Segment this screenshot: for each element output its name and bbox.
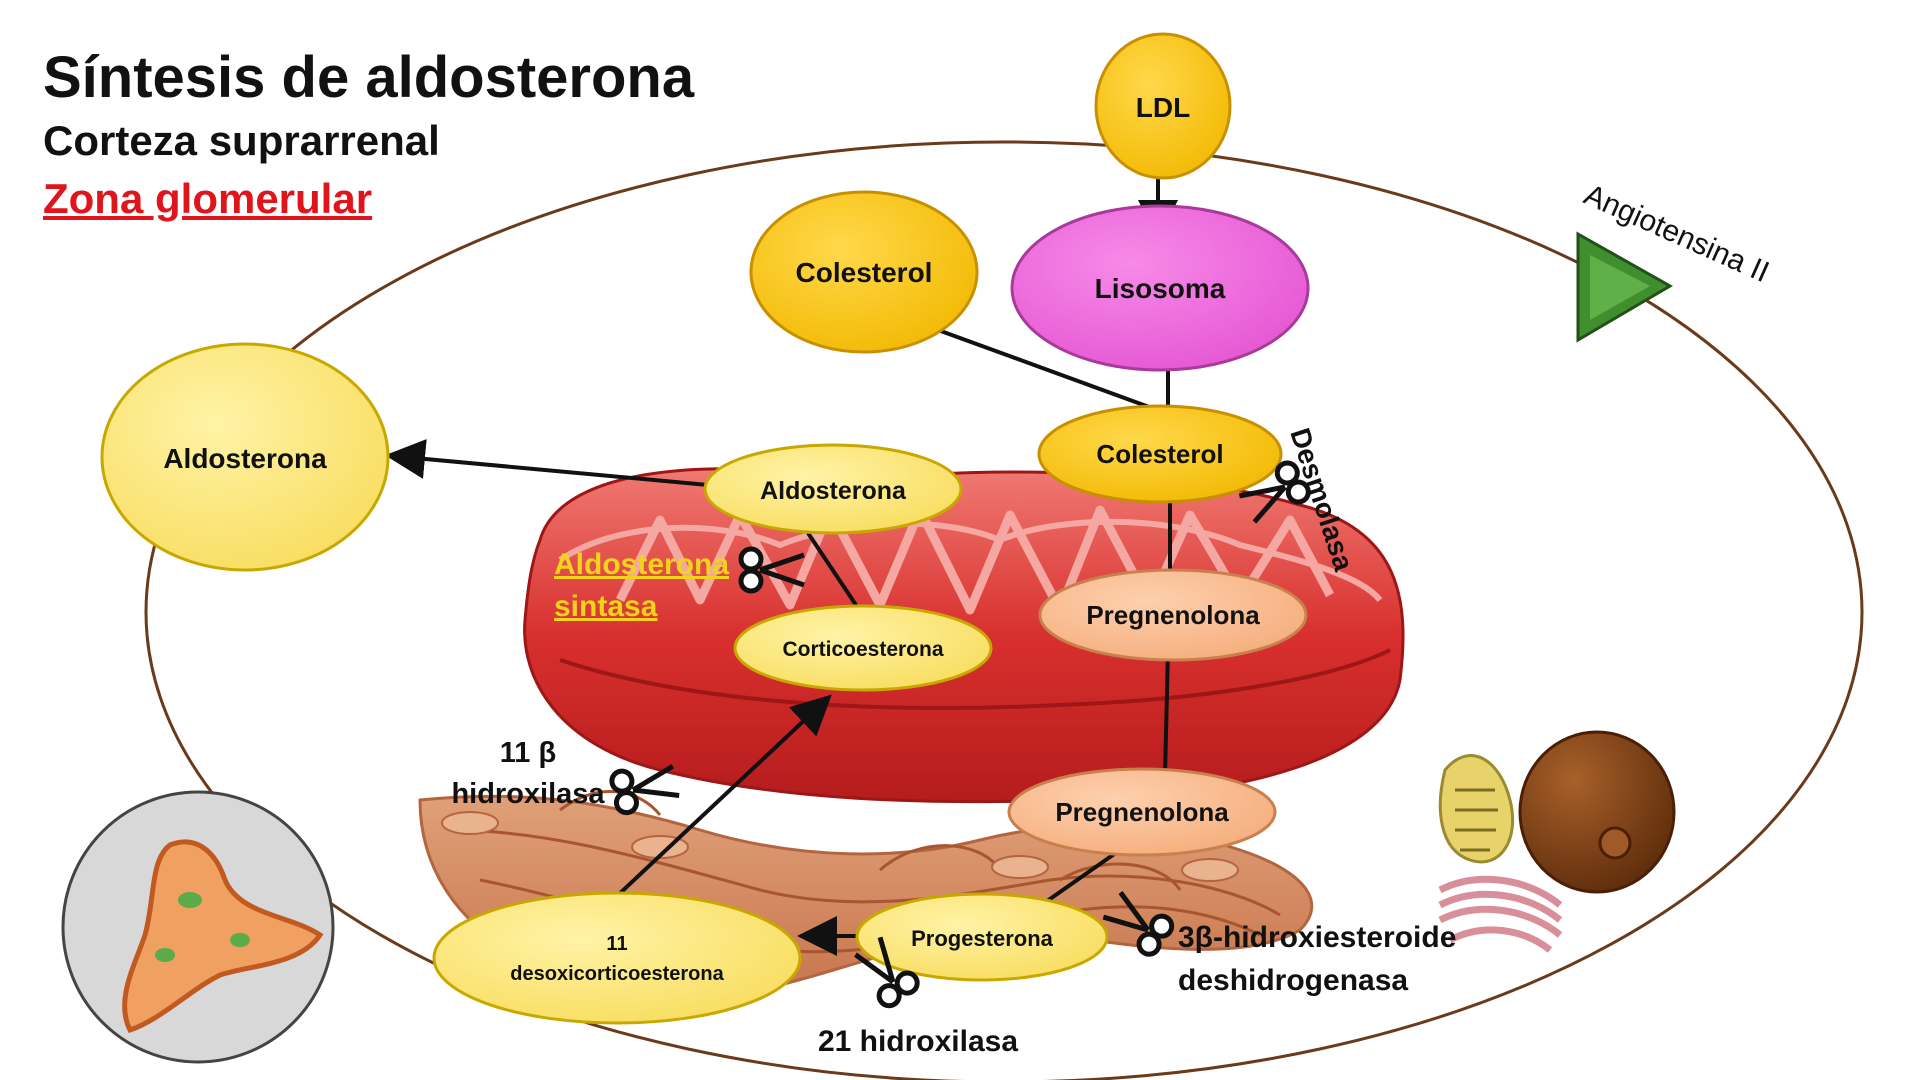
node-progesterona: Progesterona [855,892,1109,982]
node-pregnenolona-cytoplasm: Pregnenolona [1007,767,1277,857]
desoxicorticoesterona-label-2: desoxicorticoesterona [510,963,724,985]
hidroxilasa-21-label: 21 hidroxilasa [818,1025,1018,1058]
node-corticoesterona: Corticoesterona [733,604,993,692]
pregnenolona-mitochondria-label: Pregnenolona [1086,600,1260,630]
node-lisosoma: Lisosoma [1010,204,1310,372]
colesterol-mitochondria-label: Colesterol [1096,439,1223,469]
pregnenolona-cytoplasm-label: Pregnenolona [1055,797,1229,827]
colesterol-cytoplasm-label: Colesterol [796,257,933,288]
node-colesterol-mitochondria: Colesterol [1037,404,1283,504]
corticoesterona-label: Corticoesterona [782,638,943,661]
hidroxilasa-11-label-1: 11 β [500,737,556,769]
aldosterona-sintasa-label-2: sintasa [554,590,658,623]
node-aldosterona-mitochondria: Aldosterona [703,443,963,535]
cell-membrane [144,140,1864,1080]
hsd-label-1: 3β-hidroxiesteroide [1178,921,1456,954]
aldosterona-secreted-label: Aldosterona [163,443,327,474]
node-colesterol-cytoplasm: Colesterol [749,190,979,354]
node-pregnenolona-mitochondria: Pregnenolona [1038,568,1308,662]
angiotensina-triangle-icon [1576,231,1674,343]
scissors-icon-11-hidroxilasa [610,760,680,814]
subtitle: Corteza suprarrenal [43,117,440,164]
hidroxilasa-11-label-2: hidroxilasa [451,778,605,810]
rough-er-icon [1438,754,1515,864]
page-title: Síntesis de aldosterona [43,45,695,110]
node-desoxicorticoesterona: 11 desoxicorticoesterona [432,891,802,1025]
golgi-icon [1438,875,1563,953]
aldosterona-mitochondria-label: Aldosterona [760,477,907,505]
aldosterona-sintasa-label-1: Aldosterona [554,548,729,581]
nucleus-icon [1518,730,1676,894]
progesterona-label: Progesterona [911,926,1054,951]
hsd-label-2: deshidrogenasa [1178,964,1408,997]
adrenal-gland-icon [61,790,335,1064]
node-aldosterona-secreted: Aldosterona [100,342,390,572]
zone-label: Zona glomerular [43,175,373,222]
node-ldl: LDL [1094,32,1232,180]
lisosoma-label: Lisosoma [1095,273,1226,304]
desoxicorticoesterona-label-1: 11 [606,933,627,955]
ldl-label: LDL [1136,92,1190,123]
